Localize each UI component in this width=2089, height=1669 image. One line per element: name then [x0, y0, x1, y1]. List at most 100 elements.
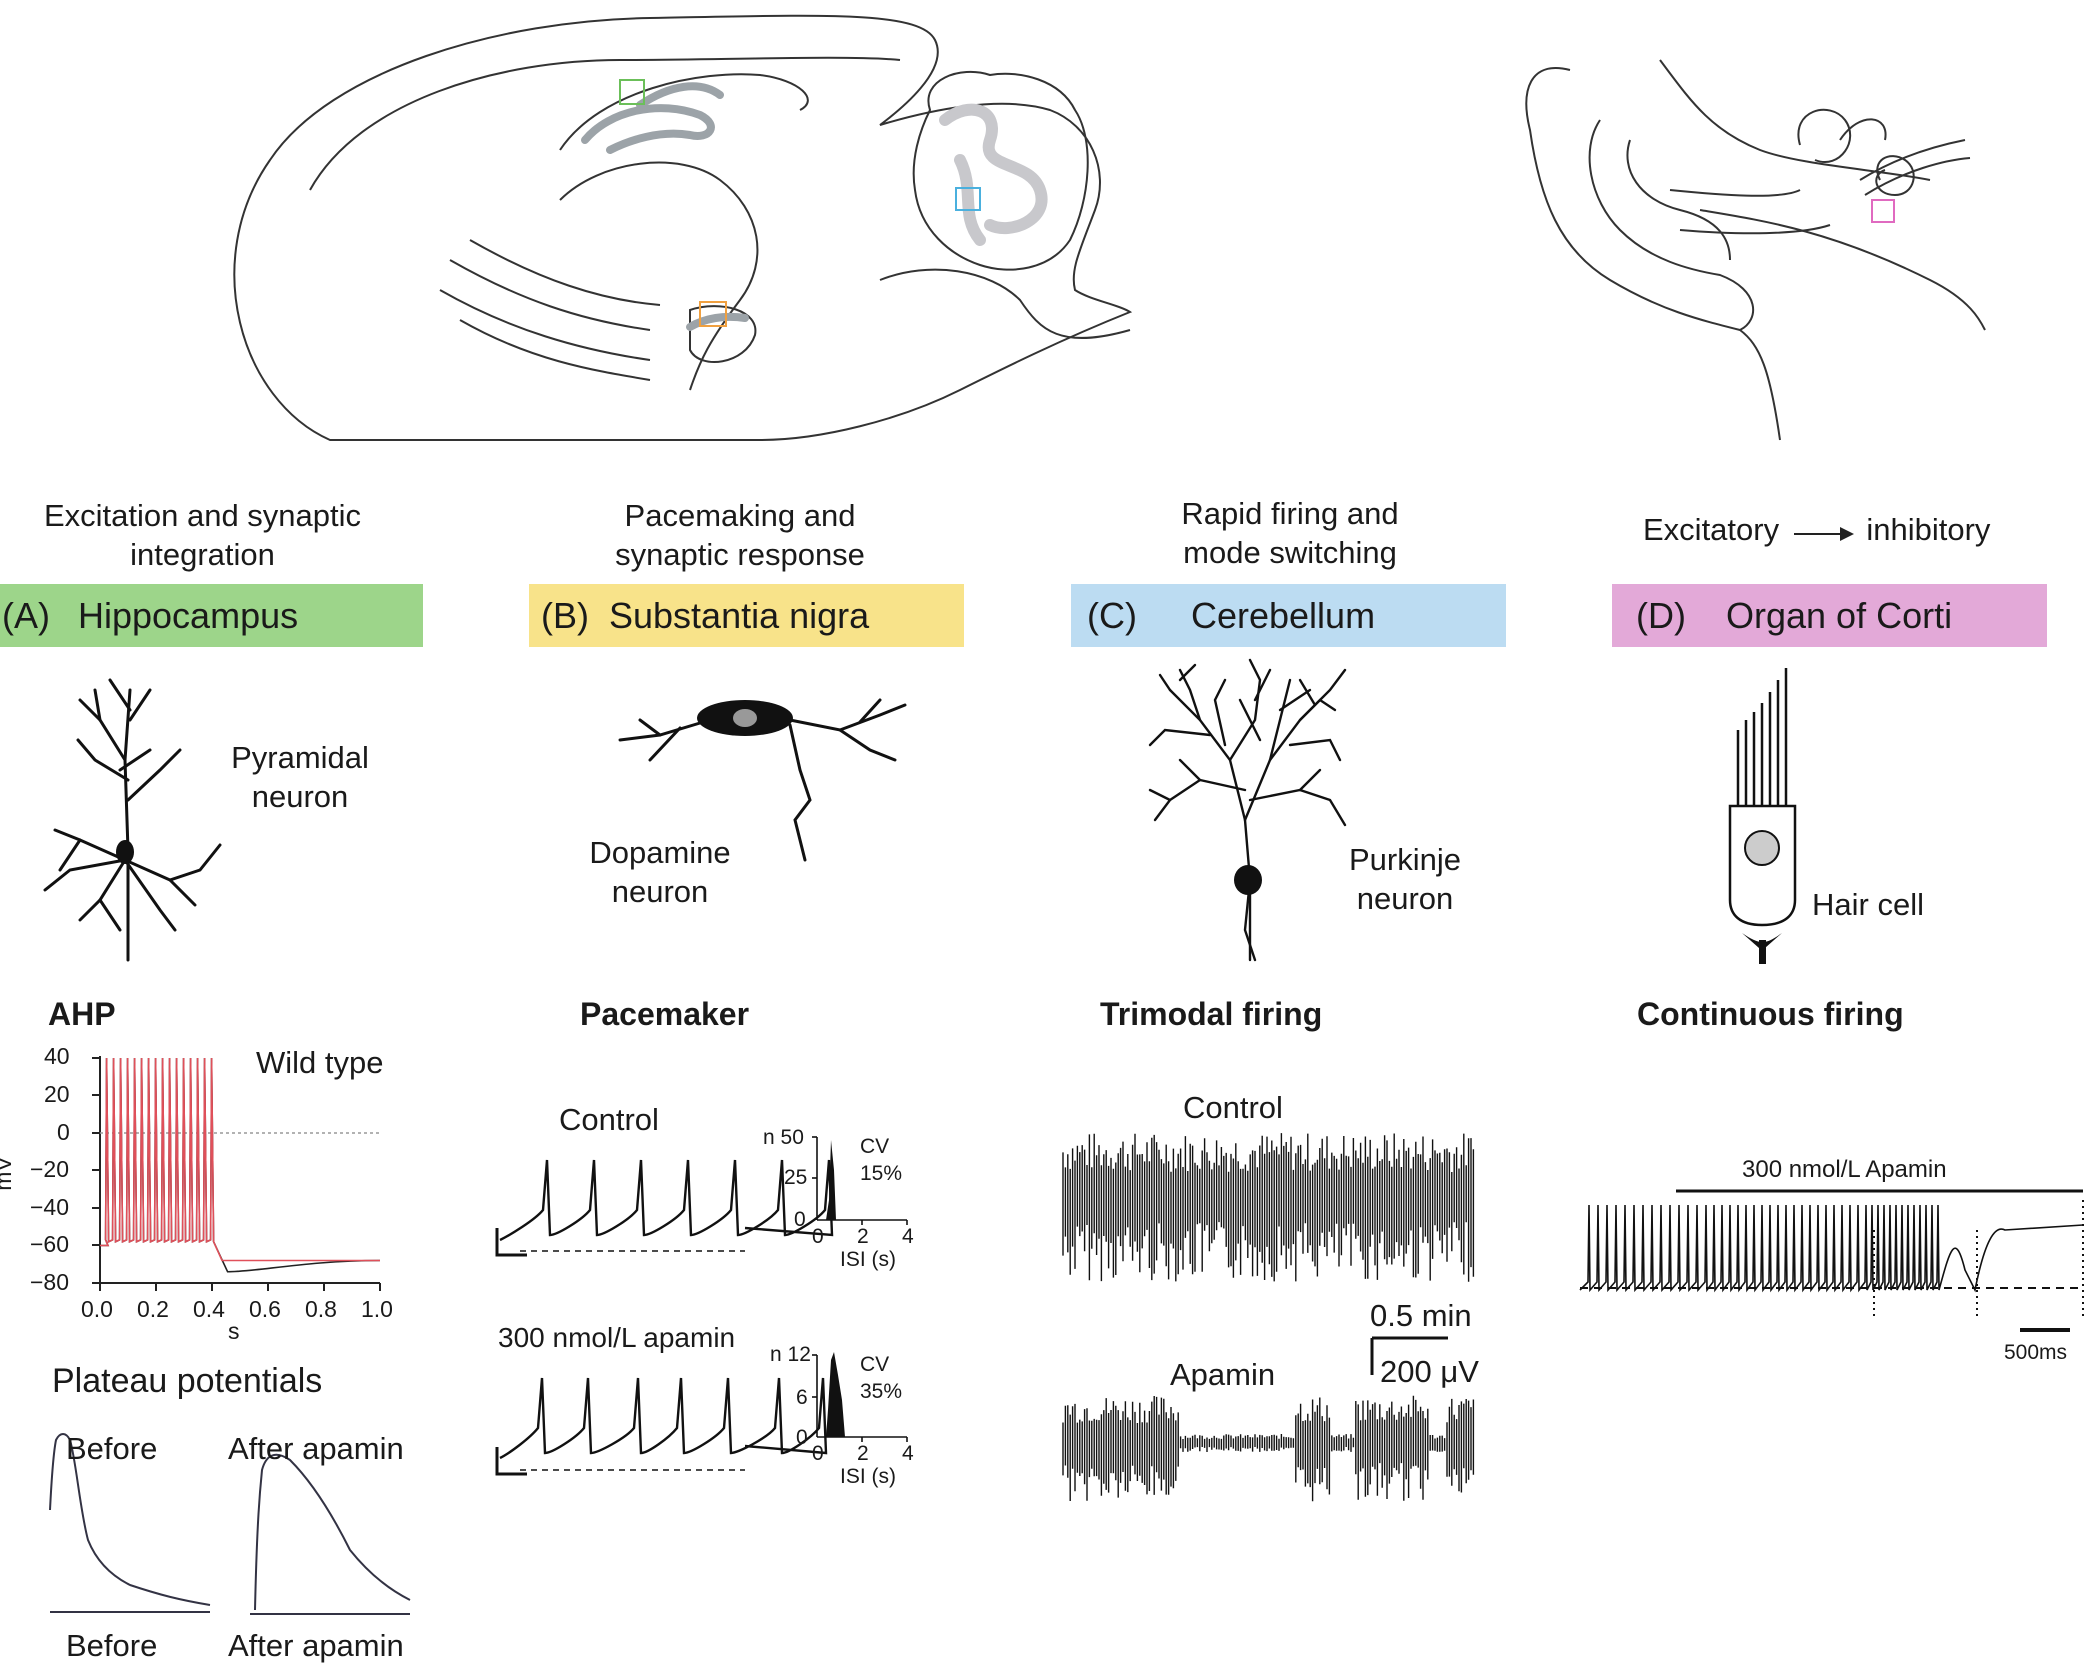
hist1-ytick: 0: [794, 1208, 806, 1231]
hair-cell-nucleus: [1744, 830, 1780, 866]
panel-d-letter: (D): [1636, 594, 1686, 636]
ahp-xtick: 1.0: [361, 1296, 393, 1322]
hist2-ytick: 6: [796, 1386, 808, 1409]
panel-b-neuron-label: Dopamine neuron: [575, 833, 745, 911]
trimodal-control-label: Control: [1183, 1090, 1283, 1125]
hippocampus-shape: [581, 104, 715, 154]
plateau-title: Plateau potentials: [52, 1362, 323, 1400]
hist1-cv-label: CV: [860, 1135, 890, 1158]
panel-b-function-line1: Pacemaking and: [624, 498, 856, 533]
ahp-xtick: 0.6: [249, 1296, 281, 1322]
purkinje-scale-bar: [1370, 1336, 1448, 1375]
panel-c-subtitle: Trimodal firing: [1100, 996, 1323, 1032]
panel-d-header: (D) Organ of Corti: [1612, 584, 2047, 647]
isi-histogram-control: [826, 1140, 836, 1220]
dopamine-label-line1: Dopamine: [589, 835, 731, 870]
panel-a-subtitle: AHP: [48, 996, 116, 1032]
hist1-xtick: 0: [812, 1225, 824, 1248]
panel-b-function-line2: synaptic response: [615, 537, 865, 572]
panel-c-neuron-label: Purkinje neuron: [1320, 840, 1490, 918]
purkinje-control-trace: [1062, 1133, 1475, 1282]
panel-d-name: Organ of Corti: [1725, 594, 1953, 636]
ahp-xtick: 0.8: [305, 1296, 337, 1322]
panel-c-function-line1: Rapid firing and: [1181, 496, 1399, 531]
hist1-ytick: 25: [784, 1166, 808, 1189]
purkinje-label-line1: Purkinje: [1349, 842, 1461, 877]
scale-volt-label: 200 μV: [1380, 1354, 1479, 1389]
purkinje-label-line2: neuron: [1356, 881, 1454, 916]
brainstem: [879, 268, 1131, 339]
purkinje-apamin-trace: [1062, 1395, 1475, 1502]
panel-c-letter: (C): [1087, 594, 1137, 636]
panel-a-name: Hippocampus: [78, 594, 299, 636]
hist2-ytick: n 12: [770, 1343, 811, 1366]
semicircular-canals: [1797, 108, 1852, 163]
ahp-xtick: 0.0: [81, 1296, 113, 1322]
corpus-callosum: [559, 73, 809, 151]
trimodal-apamin-label: Apamin: [1170, 1357, 1276, 1392]
panel-c-function-line2: mode switching: [1183, 535, 1397, 570]
before-label-bottom: Before: [66, 1628, 158, 1663]
thalamus-line: [559, 161, 759, 391]
ahp-xlabel: s: [228, 1318, 240, 1344]
cochlea: [1875, 155, 1915, 197]
cerebellum-folia: [939, 103, 1048, 235]
hist2-ytick: 0: [796, 1426, 808, 1449]
panel-c-function: Rapid firing and mode switching: [1090, 494, 1490, 572]
dopamine-neuron-icon: [618, 698, 907, 862]
plateau-before-trace: [49, 1433, 211, 1606]
panel-a-header: (A) Hippocampus: [0, 584, 423, 647]
pyramidal-label-line2: neuron: [251, 779, 349, 814]
ahp-ytick: −20: [30, 1156, 70, 1182]
panel-c-name: Cerebellum: [1190, 594, 1376, 636]
hist2-cv-label: CV: [860, 1353, 890, 1376]
wild-type-legend: Wild type: [256, 1045, 384, 1080]
pacemaker-trace: [499, 1377, 828, 1460]
panel-d-neuron-label: Hair cell: [1812, 887, 1924, 922]
fiber-4: [469, 239, 661, 306]
cerebellum-marker: [955, 187, 981, 211]
hist1-xlabel: ISI (s): [840, 1248, 896, 1271]
panel-b-letter: (B): [541, 594, 589, 636]
pacemaker-apamin-label: 300 nmol/L apamin: [498, 1322, 736, 1353]
hair-scale-label: 500ms: [2004, 1341, 2068, 1364]
cerebellum-outline: [912, 70, 1089, 271]
pyramidal-label-line1: Pyramidal: [231, 740, 369, 775]
hist1-cv-value: 15%: [860, 1162, 903, 1185]
panel-d-function-right: inhibitory: [1866, 512, 1991, 547]
hist1-ytick: n 50: [763, 1126, 804, 1149]
hist1-xtick: 4: [902, 1225, 914, 1248]
hair-drug-label: 300 nmol/L Apamin: [1742, 1156, 1947, 1183]
hist2-xtick: 0: [812, 1442, 824, 1465]
panel-a-function-line2: integration: [130, 537, 275, 572]
panel-a-letter: (A): [2, 594, 50, 636]
ahp-trace: [100, 1057, 380, 1262]
ear-inner: [1588, 119, 1755, 331]
after-apamin-label-top: After apamin: [228, 1431, 404, 1466]
pyramidal-neuron-icon: [43, 678, 222, 962]
ahp-ytick: −60: [30, 1231, 70, 1257]
isi-histogram-apamin: [826, 1352, 845, 1437]
before-label-top: Before: [66, 1431, 158, 1466]
arrow-right-icon: [1793, 527, 1854, 541]
ahp-ytick: −40: [30, 1194, 70, 1220]
panel-a-function: Excitation and synaptic integration: [0, 496, 405, 574]
ahp-xtick: 0.2: [137, 1296, 169, 1322]
ahp-xtick: 0.4: [193, 1296, 225, 1322]
hist2-cv-value: 35%: [860, 1380, 903, 1403]
ear-canal: [1669, 189, 1801, 197]
dopamine-label-line2: neuron: [611, 874, 709, 909]
fiber-3: [459, 319, 651, 381]
organ-of-corti-marker: [1871, 199, 1895, 223]
hair-cell-trace: [1579, 1204, 2084, 1293]
hist2-xtick: 2: [857, 1442, 869, 1465]
panel-d-function: Excitatory inhibitory: [1643, 510, 1990, 549]
plateau-after-trace: [254, 1453, 411, 1611]
panel-d-function-left: Excitatory: [1643, 512, 1780, 547]
